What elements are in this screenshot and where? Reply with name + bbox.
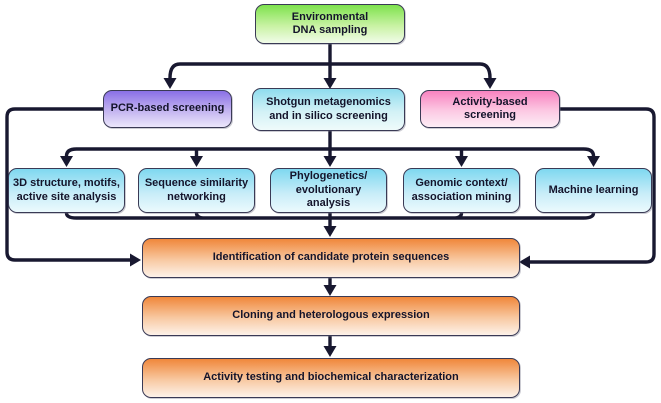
node-env-dna-sampling: Environmental DNA sampling <box>255 4 405 44</box>
arrowhead-to-genomic-context <box>455 156 468 167</box>
edge-insilico-merge-to-identification <box>64 212 596 226</box>
edge-pcr-to-identification <box>5 107 130 262</box>
edge-activity-to-identification <box>530 107 656 264</box>
node-phylogenetics: Phylogenetics/ evolutionary analysis <box>270 168 387 213</box>
node-genomic-context: Genomic context/ association mining <box>403 168 520 213</box>
node-activity-screening: Activity-based screening <box>420 90 560 128</box>
node-cloning: Cloning and heterologous expression <box>142 296 520 336</box>
arrowhead-to-machine-learning <box>587 156 600 167</box>
arrowhead-to-phylogenetics <box>323 156 337 167</box>
arrowhead-to-activity-testing <box>323 346 337 357</box>
arrowhead-to-structure <box>60 156 73 167</box>
arrowhead-to-shotgun <box>323 78 337 89</box>
arrowhead-left-into-identification <box>130 253 141 267</box>
node-activity-testing: Activity testing and biochemical charact… <box>142 358 520 398</box>
arrowhead-merge-into-identification <box>323 226 337 237</box>
node-pcr-screening: PCR-based screening <box>103 90 232 128</box>
node-sequence-networking: Sequence similarity networking <box>138 168 255 213</box>
arrowhead-to-pcr <box>163 78 177 89</box>
arrowhead-right-into-identification <box>519 255 530 269</box>
arrowhead-to-cloning <box>323 285 337 296</box>
arrowhead-to-activity <box>483 78 497 89</box>
edge-shotgun-to-insilico-methods <box>64 131 596 157</box>
arrowhead-to-networking <box>190 156 203 167</box>
node-machine-learning: Machine learning <box>535 168 652 213</box>
edge-env-to-screening-methods <box>168 44 492 79</box>
node-identification: Identification of candidate protein sequ… <box>142 238 520 278</box>
node-structure-analysis: 3D structure, motifs, active site analys… <box>8 168 125 213</box>
node-shotgun-metagenomics: Shotgun metagenomics and in silico scree… <box>252 88 405 131</box>
